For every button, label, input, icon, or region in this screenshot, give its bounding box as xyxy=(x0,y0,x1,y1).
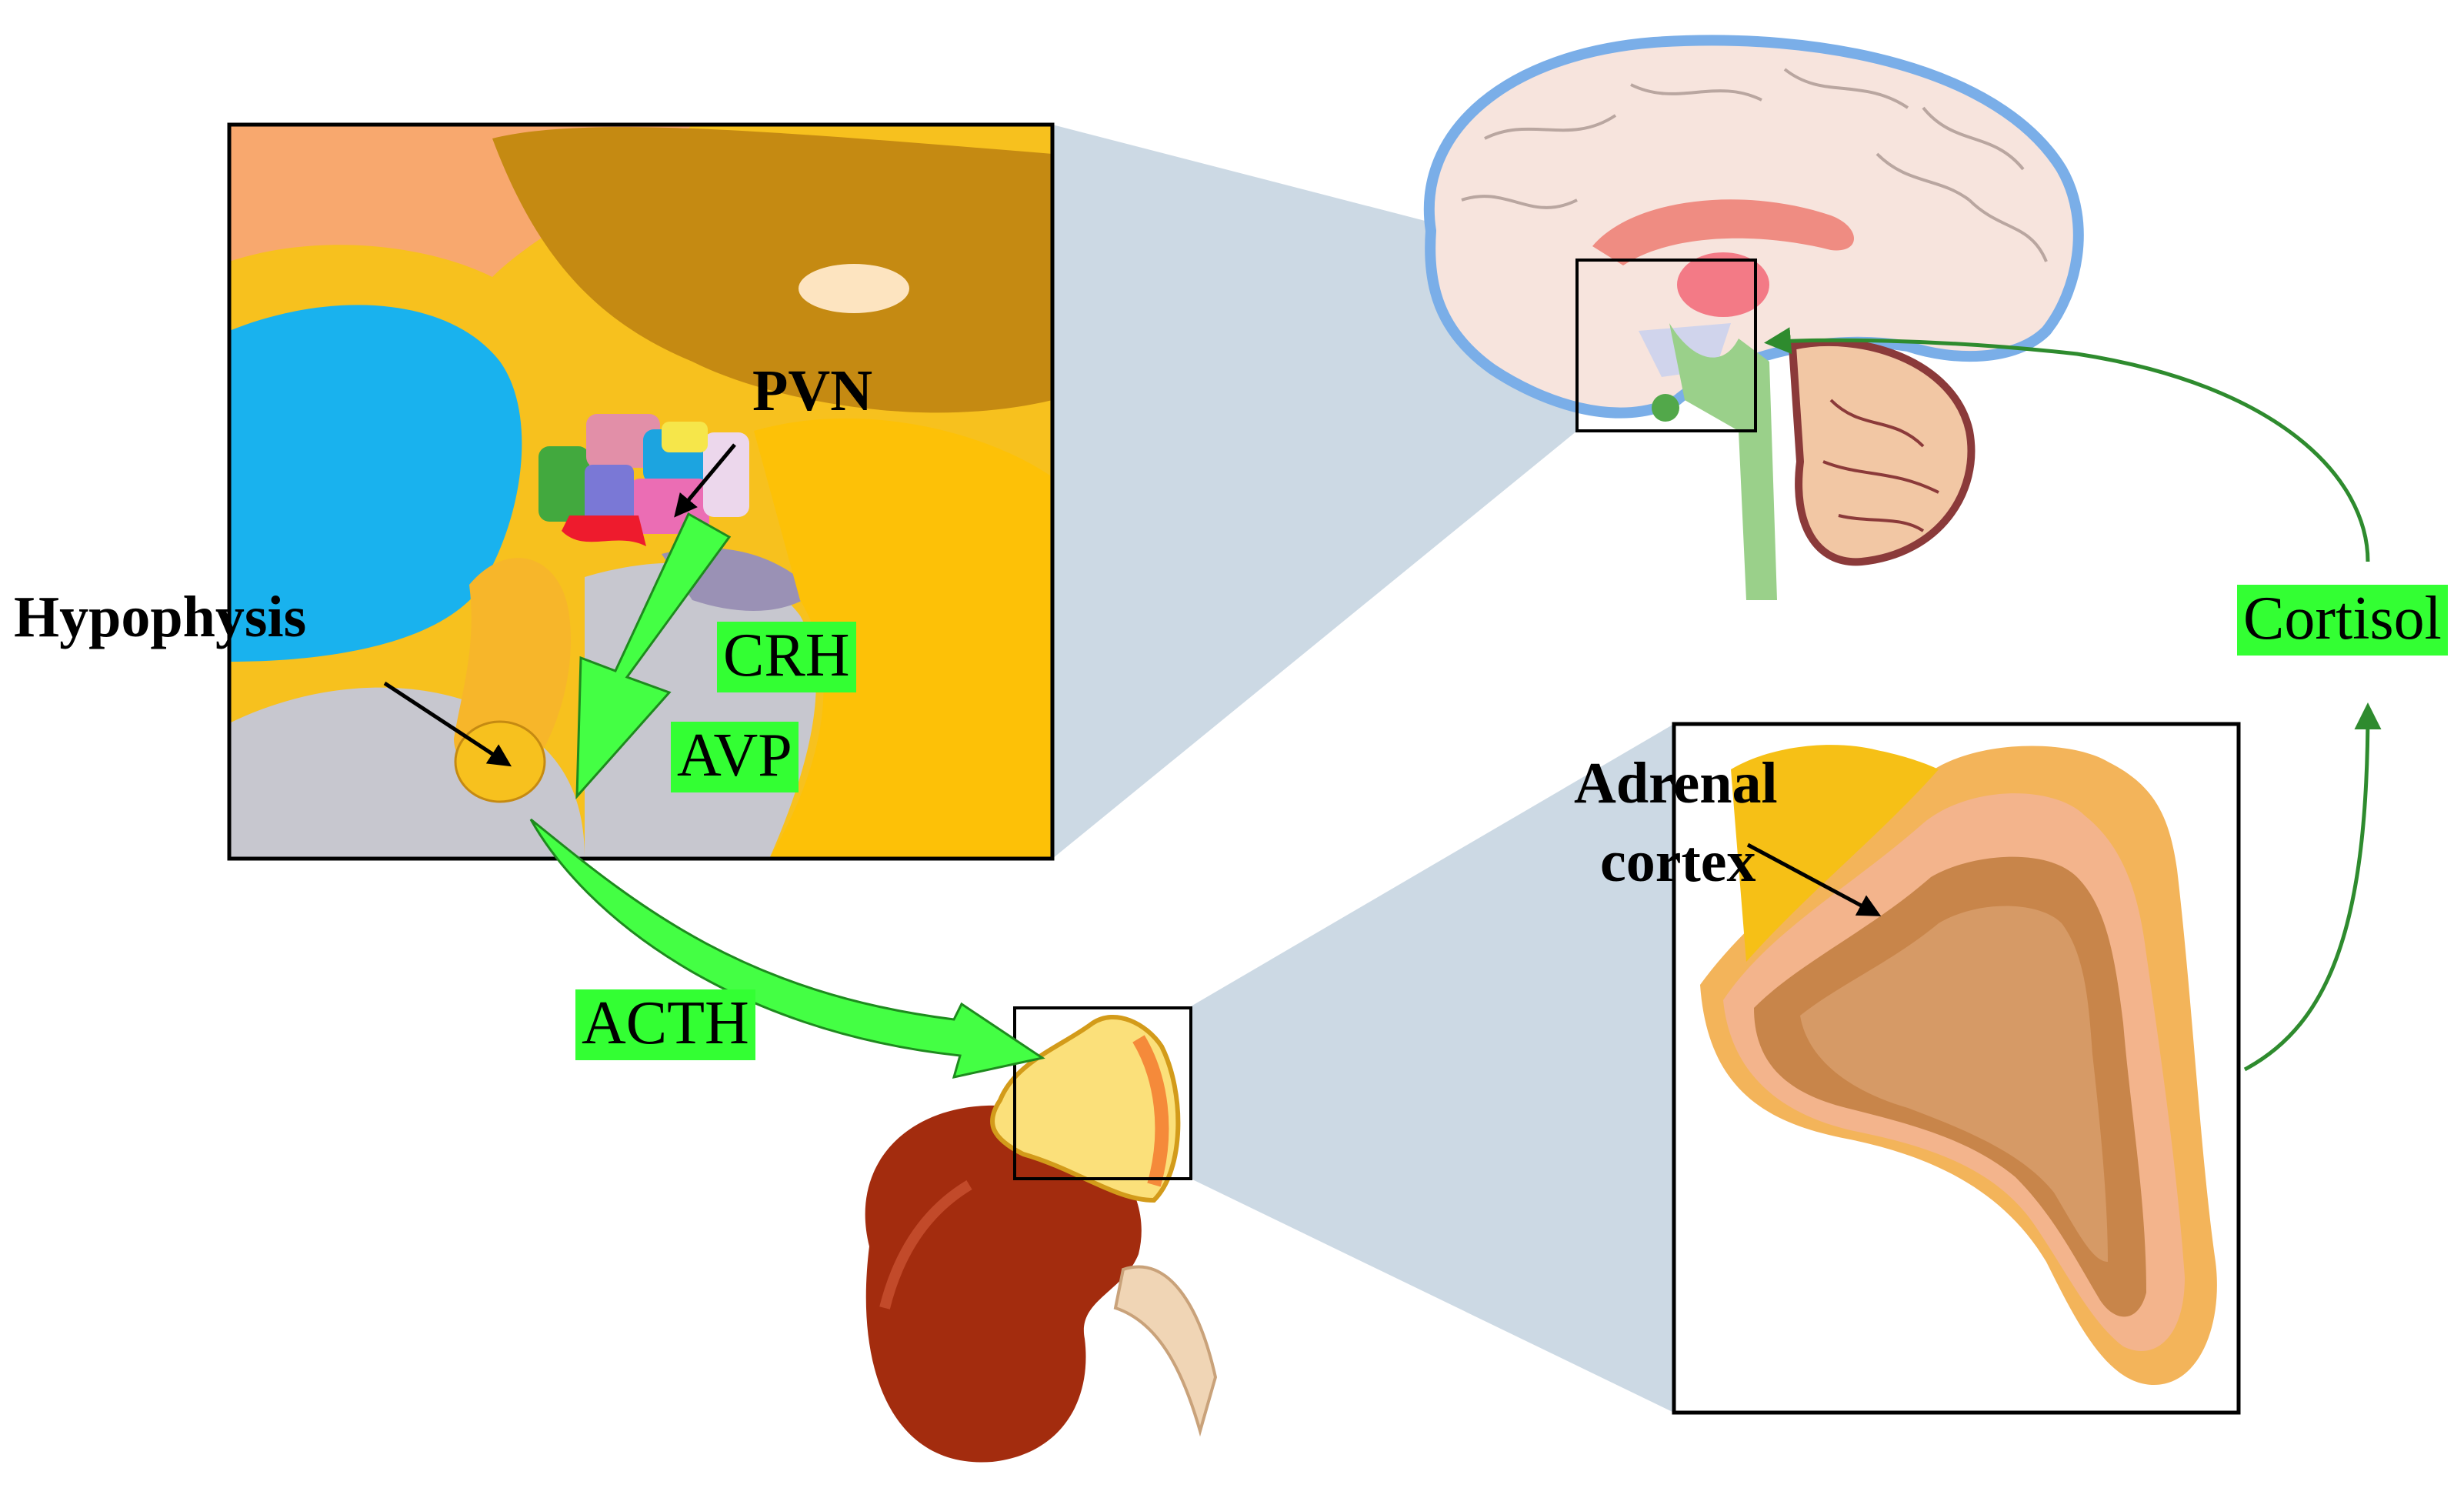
adrenal-label-line1: Adrenal xyxy=(1574,751,1778,816)
brain-illustration xyxy=(1423,35,2084,600)
adrenal-cortex-panel xyxy=(1672,722,2241,1415)
acth-arrow xyxy=(529,818,1045,1079)
cortisol-label: Cortisol xyxy=(2237,585,2448,656)
hypophysis-label: Hypophysis xyxy=(14,585,307,649)
crh-label: CRH xyxy=(717,622,856,692)
kidney-illustration xyxy=(865,1105,1218,1463)
zoom-wedge-adrenal xyxy=(1191,724,1674,1413)
pvn-label: PVN xyxy=(752,359,873,423)
hypophysis-pointer xyxy=(383,681,512,767)
avp-label: AVP xyxy=(671,722,799,792)
crh-avp-arrow xyxy=(575,512,732,800)
cortisol-feedback-arrow xyxy=(1764,327,2382,1072)
hypothalamus-panel xyxy=(227,122,1055,861)
adrenal-cortex-pointer xyxy=(1746,842,1882,916)
pvn-pointer xyxy=(674,443,736,518)
acth-label: ACTH xyxy=(575,989,755,1060)
adrenal-label-line2: cortex xyxy=(1600,829,1756,894)
adrenal-gland-small xyxy=(990,1006,1192,1203)
